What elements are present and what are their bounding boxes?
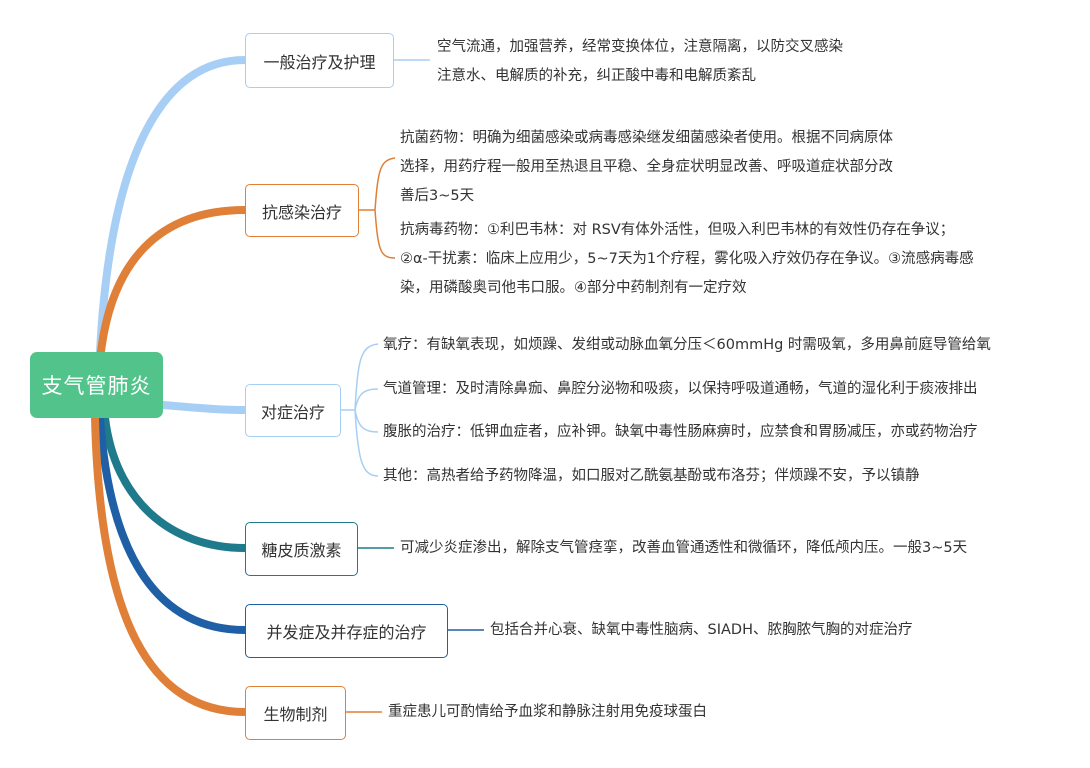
link-root-general-care [96,56,249,356]
detail-general-care: 空气流通，加强营养，经常变换体位，注意隔离，以防交叉感染 注意水、电解质的补充，… [437,33,843,91]
detail-airway-management: 气道管理：及时清除鼻痂、鼻腔分泌物和吸痰，以保持呼吸道通畅，气道的湿化利于痰液排… [383,381,978,397]
branch-complications[interactable]: 并发症及并存症的治疗 [245,604,448,658]
link-root-symptomatic [159,401,249,414]
branch-glucocorticoid[interactable]: 糖皮质激素 [245,522,358,576]
link-anti-infection-brace [357,157,396,259]
link-root-glucocorticoid [101,414,249,552]
branch-anti-infection[interactable]: 抗感染治疗 [245,184,359,237]
link-root-complications [96,414,249,634]
detail-antiviral: 抗病毒药物：①利巴韦林：对 RSV有体外活性，但吸入利巴韦林的有效性仍存在争议；… [400,222,974,296]
detail-general-line-2: 注意水、电解质的补充，纠正酸中毒和电解质紊乱 [437,68,756,84]
link-symptomatic-brace [339,343,379,477]
branch-symptomatic[interactable]: 对症治疗 [245,384,341,437]
branch-general-care[interactable]: 一般治疗及护理 [245,33,394,88]
link-root-anti-infection [96,206,249,364]
detail-oxygen-therapy: 氧疗：有缺氧表现，如烦躁、发绀或动脉血氧分压＜60mmHg 时需吸氧，多用鼻前庭… [383,337,991,353]
root-topic[interactable]: 支气管肺炎 [30,352,163,418]
detail-general-line-1: 空气流通，加强营养，经常变换体位，注意隔离，以防交叉感染 [437,39,843,55]
detail-biologics: 重症患儿可酌情给予血浆和静脉注射用免疫球蛋白 [388,704,707,720]
detail-other-symptomatic: 其他：高热者给予药物降温，如口服对乙酰氨基酚或布洛芬；伴烦躁不安，予以镇静 [383,468,920,484]
detail-antibacterial: 抗菌药物：明确为细菌感染或病毒感染继发细菌感染者使用。根据不同病原体选择，用药疗… [400,130,893,204]
detail-glucocorticoid: 可减少炎症渗出，解除支气管痉挛，改善血管通透性和微循环，降低颅内压。一般3~5天 [400,540,968,556]
detail-complications: 包括合并心衰、缺氧中毒性脑病、SIADH、脓胸脓气胸的对症治疗 [490,622,913,638]
detail-abdominal-distension: 腹胀的治疗：低钾血症者，应补钾。缺氧中毒性肠麻痹时，应禁食和胃肠减压，亦或药物治… [383,424,978,440]
link-root-biologics [91,414,249,716]
branch-biologics[interactable]: 生物制剂 [245,686,346,740]
